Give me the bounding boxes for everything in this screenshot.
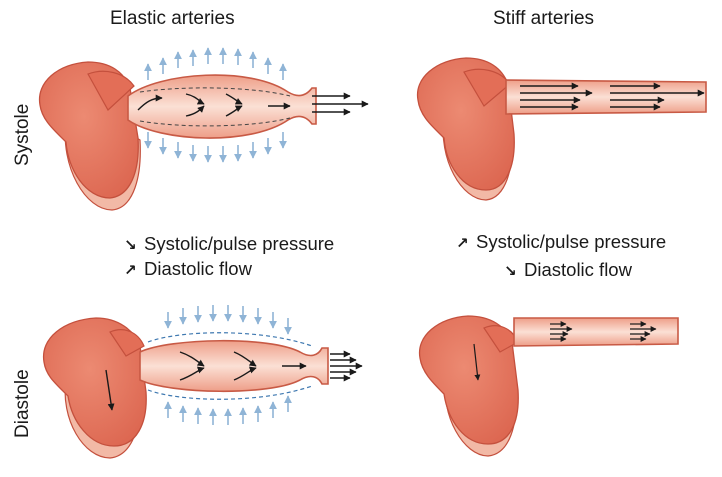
elastic-systole-panel <box>40 48 368 210</box>
elastic-effect-pressure: ↘Systolic/pulse pressure <box>124 232 334 257</box>
systole-row-label: Systole <box>12 104 34 166</box>
decrease-arrow-icon: ↘ <box>504 259 524 283</box>
wall-recoil-arrows-bottom <box>168 396 288 425</box>
wall-recoil-arrows-top <box>168 305 288 334</box>
decrease-arrow-icon: ↘ <box>124 233 144 257</box>
elastic-arteries-title: Elastic arteries <box>110 8 235 30</box>
stiff-arteries-title: Stiff arteries <box>493 8 594 30</box>
elastic-diastole-panel <box>44 305 362 458</box>
stiff-effects-note-pressure: ↗Systolic/pulse pressure <box>456 230 666 255</box>
increase-arrow-icon: ↗ <box>124 258 144 282</box>
stiff-effects-note-flow: ↘Diastolic flow <box>504 258 632 283</box>
stiff-artery <box>514 318 678 346</box>
elastic-effects-note: ↘Systolic/pulse pressure ↗Diastolic flow <box>124 232 334 282</box>
elastic-effect-flow: ↗Diastolic flow <box>124 257 334 282</box>
increase-arrow-icon: ↗ <box>456 231 476 255</box>
stiff-systole-panel <box>418 58 706 200</box>
stiff-artery <box>506 80 706 114</box>
stiff-diastole-panel <box>420 316 678 456</box>
diastole-row-label: Diastole <box>12 369 34 438</box>
